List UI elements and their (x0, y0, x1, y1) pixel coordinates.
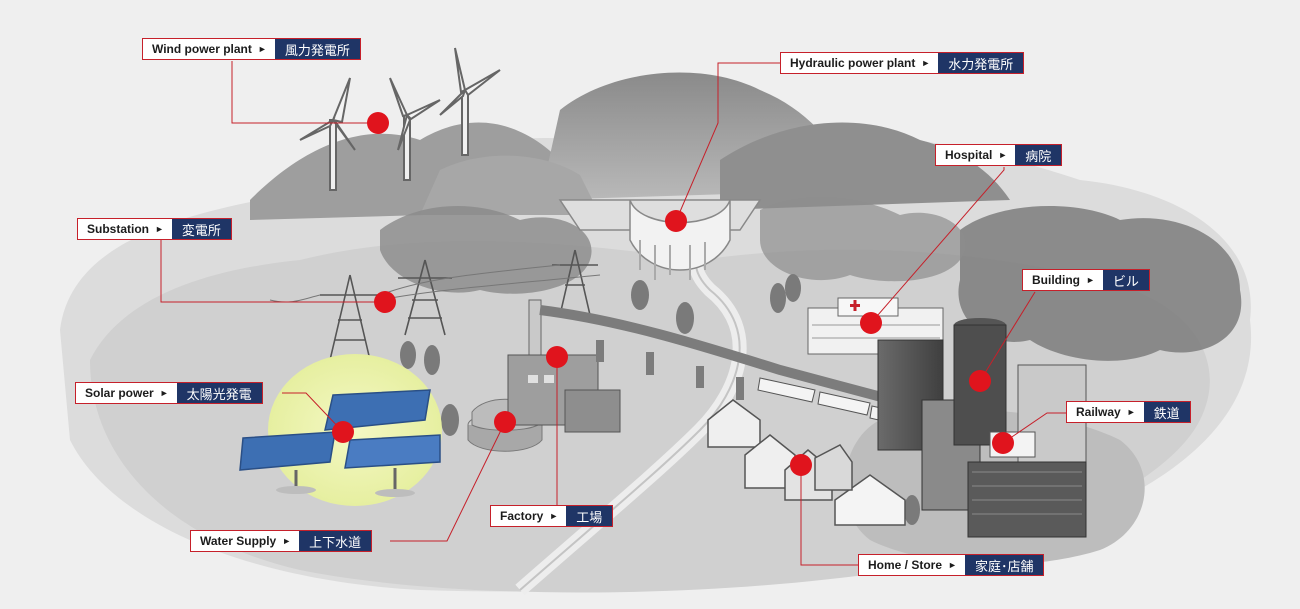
label-railway[interactable]: Railway ► 鉄道 (1066, 401, 1191, 423)
arrow-icon: ► (282, 536, 292, 546)
marker-factory[interactable] (546, 346, 568, 368)
power-pylons (269, 249, 601, 361)
label-hospital-jp: 病院 (1015, 145, 1062, 165)
label-factory[interactable]: Factory ► 工場 (490, 505, 614, 527)
label-hydro[interactable]: Hydraulic power plant ► 水力発電所 (780, 52, 1025, 74)
label-home-jp: 家庭･店舗 (964, 555, 1044, 575)
label-building[interactable]: Building ► ビル (1022, 269, 1150, 291)
arrow-icon: ► (159, 388, 169, 398)
marker-building[interactable] (969, 370, 991, 392)
arrow-icon: ► (549, 511, 559, 521)
label-water-jp: 上下水道 (299, 531, 372, 551)
label-factory-en: Factory (500, 509, 544, 523)
label-solar-jp: 太陽光発電 (176, 383, 262, 403)
wind-turbines (299, 47, 501, 191)
marker-home[interactable] (790, 454, 812, 476)
marker-railway[interactable] (992, 432, 1014, 454)
label-hydro-jp: 水力発電所 (938, 53, 1024, 73)
label-solar-en: Solar power (85, 386, 154, 400)
marker-hospital[interactable] (860, 312, 882, 334)
location-markers (332, 112, 1014, 476)
label-substation[interactable]: Substation ► 変電所 (77, 218, 232, 240)
label-solar[interactable]: Solar power ► 太陽光発電 (75, 382, 263, 404)
marker-wind[interactable] (367, 112, 389, 134)
trees (400, 274, 920, 525)
label-hydro-en: Hydraulic power plant (790, 56, 916, 70)
label-substation-en: Substation (87, 222, 149, 236)
marker-water[interactable] (494, 411, 516, 433)
label-water[interactable]: Water Supply ► 上下水道 (190, 530, 373, 552)
marker-solar[interactable] (332, 421, 354, 443)
marker-substation[interactable] (374, 291, 396, 313)
arrow-icon: ► (948, 560, 957, 570)
label-home[interactable]: Home / Store ► 家庭･店舗 (858, 554, 1045, 576)
arrow-icon: ► (921, 58, 931, 68)
arrow-icon: ► (257, 44, 267, 54)
arrow-icon: ► (155, 224, 164, 234)
arrow-icon: ► (1086, 275, 1095, 285)
label-factory-jp: 工場 (566, 506, 613, 526)
label-railway-en: Railway (1076, 405, 1121, 419)
label-hospital[interactable]: Hospital ► 病院 (935, 144, 1063, 166)
dam (558, 199, 762, 280)
label-wind-en: Wind power plant (152, 42, 252, 56)
label-water-en: Water Supply (200, 534, 277, 548)
label-home-en: Home / Store (868, 558, 943, 572)
label-building-en: Building (1032, 273, 1080, 287)
solar-farm (239, 354, 442, 506)
houses (707, 399, 906, 526)
label-railway-jp: 鉄道 (1143, 402, 1190, 422)
arrow-icon: ► (998, 150, 1008, 160)
label-substation-jp: 変電所 (171, 219, 231, 239)
arrow-icon: ► (1126, 407, 1136, 417)
leader-lines (160, 61, 1068, 566)
label-hospital-en: Hospital (945, 148, 993, 162)
label-building-jp: ビル (1102, 270, 1149, 290)
marker-hydro[interactable] (665, 210, 687, 232)
label-wind[interactable]: Wind power plant ► 風力発電所 (142, 38, 361, 60)
label-wind-jp: 風力発電所 (274, 39, 360, 59)
